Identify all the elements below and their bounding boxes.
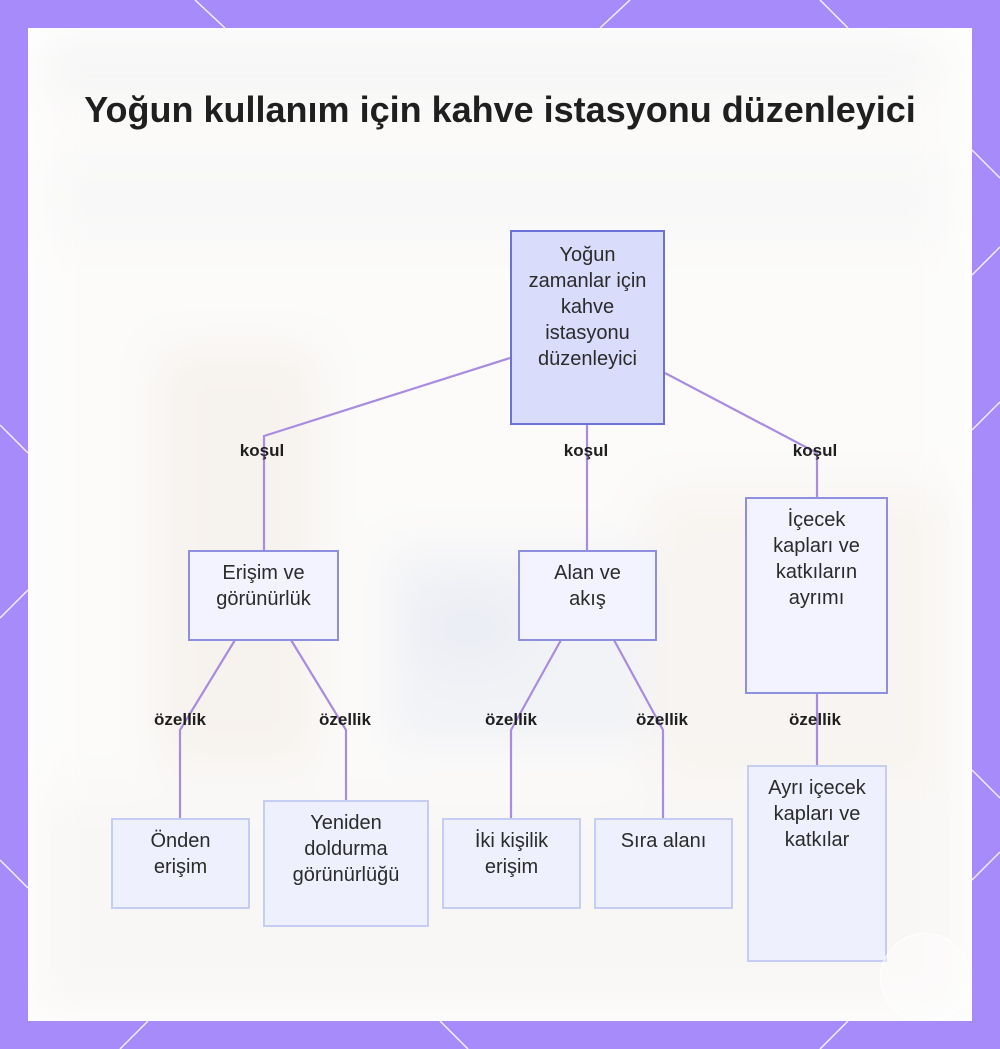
node-refill-visibility: Yeniden doldurma görünürlüğü <box>263 800 429 927</box>
edge-label-feature: özellik <box>636 710 688 730</box>
edge-label-condition: koşul <box>564 441 608 461</box>
edge-root-access <box>264 358 510 550</box>
node-queue-area-label: Sıra alanı <box>621 828 707 854</box>
edge-label-feature: özellik <box>485 710 537 730</box>
edge-root-separation <box>665 373 817 497</box>
node-separate-containers-label: Ayrı içecek kapları ve katkılar <box>761 775 873 853</box>
node-root: Yoğun zamanlar için kahve istasyonu düze… <box>510 230 665 425</box>
diagram-card: Yoğun kullanım için kahve istasyonu düze… <box>28 28 972 1021</box>
node-front-access-label: Önden erişim <box>143 828 218 880</box>
edge-label-condition: koşul <box>240 441 284 461</box>
node-two-person-access-label: İki kişilik erişim <box>456 828 567 880</box>
edge-label-feature: özellik <box>319 710 371 730</box>
node-access-visibility-label: Erişim ve görünürlük <box>200 560 327 612</box>
node-two-person-access: İki kişilik erişim <box>442 818 581 909</box>
node-queue-area: Sıra alanı <box>594 818 733 909</box>
edge-label-feature: özellik <box>789 710 841 730</box>
edge-label-condition: koşul <box>793 441 837 461</box>
node-refill-visibility-label: Yeniden doldurma görünürlüğü <box>275 810 417 888</box>
node-separate-containers: Ayrı içecek kapları ve katkılar <box>747 765 887 962</box>
node-front-access: Önden erişim <box>111 818 250 909</box>
node-container-separation-label: İçecek kapları ve katkıların ayrımı <box>759 507 874 611</box>
node-root-label: Yoğun zamanlar için kahve istasyonu düze… <box>526 242 649 372</box>
edge-label-feature: özellik <box>154 710 206 730</box>
node-space-flow: Alan ve akış <box>518 550 657 641</box>
node-access-visibility: Erişim ve görünürlük <box>188 550 339 641</box>
node-container-separation: İçecek kapları ve katkıların ayrımı <box>745 497 888 694</box>
logo-badge <box>880 933 970 1021</box>
node-space-flow-label: Alan ve akış <box>542 560 633 612</box>
